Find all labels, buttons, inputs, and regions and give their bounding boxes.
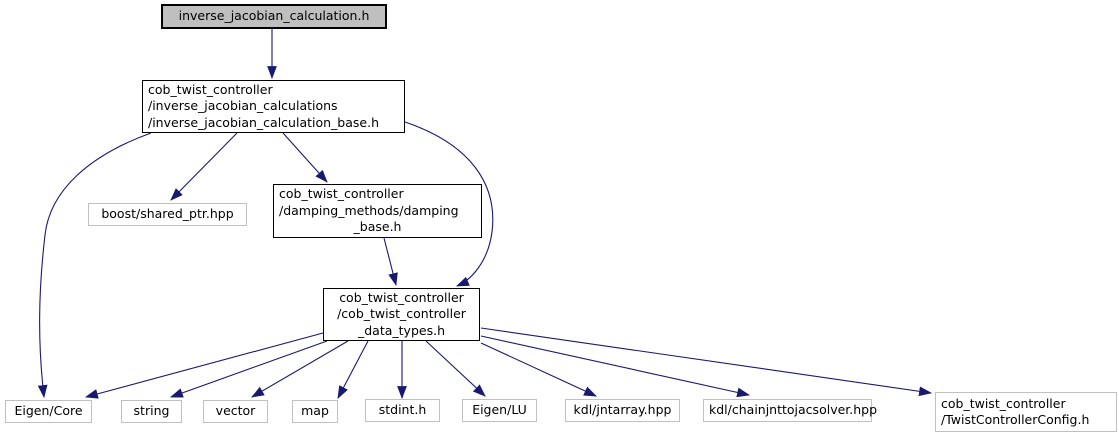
node-label-line: Eigen/Core	[14, 403, 83, 419]
node-label-line: inverse_jacobian_calculation.h	[178, 8, 370, 24]
node-label-line: string	[133, 403, 170, 419]
node-label-line: cob_twist_controller	[148, 81, 273, 97]
node-label-line: _base.h	[353, 219, 402, 235]
graph-node-stdint-h[interactable]: stdint.h	[365, 399, 440, 422]
graph-edge	[282, 132, 328, 183]
node-label-line: cob_twist_controller	[279, 186, 404, 202]
node-label-line: cob_twist_controller	[941, 395, 1066, 411]
graph-edge	[37, 132, 152, 399]
node-label-line: /cob_twist_controller	[337, 306, 466, 322]
graph-edge	[480, 342, 597, 397]
node-label-line: kdl/jntarray.hpp	[573, 402, 672, 418]
graph-node-string[interactable]: string	[121, 400, 182, 423]
graph-node-kdl-jntarray-hpp[interactable]: kdl/jntarray.hpp	[565, 399, 680, 422]
graph-node-inverse-jacobian-calculation-h[interactable]: inverse_jacobian_calculation.h	[161, 4, 387, 29]
node-label-line: /inverse_jacobian_calculations	[148, 98, 338, 114]
graph-node-inverse-jacobian-calculation-base-h[interactable]: cob_twist_controller/inverse_jacobian_ca…	[142, 80, 405, 133]
node-label-line: /damping_methods/damping	[279, 202, 459, 218]
node-label-line: cob_twist_controller	[339, 289, 464, 305]
node-label-line: /inverse_jacobian_calculation_base.h	[148, 114, 379, 130]
node-label-line: _data_types.h	[358, 322, 445, 338]
graph-node-cob-twist-controller-data-types-h[interactable]: cob_twist_controller/cob_twist_controlle…	[323, 288, 480, 341]
graph-node-vector[interactable]: vector	[203, 400, 268, 423]
graph-edge	[383, 237, 398, 287]
graph-node-eigen-core[interactable]: Eigen/Core	[5, 400, 92, 423]
graph-edge	[84, 332, 324, 399]
graph-edge	[480, 327, 933, 397]
graph-edge	[251, 340, 349, 398]
node-label-line: boost/shared_ptr.hpp	[101, 206, 234, 222]
node-label-line: /TwistControllerConfig.h	[941, 412, 1090, 427]
graph-node-damping-base-h[interactable]: cob_twist_controller/damping_methods/dam…	[273, 184, 482, 238]
node-label-line: kdl/chainjnttojacsolver.hpp	[709, 402, 878, 418]
graph-node-boost-shared-ptr-hpp[interactable]: boost/shared_ptr.hpp	[88, 203, 247, 226]
node-label-line: stdint.h	[378, 402, 427, 418]
node-label-line: Eigen/LU	[472, 402, 527, 418]
graph-node-twist-controller-config-h[interactable]: cob_twist_controller/TwistControllerConf…	[935, 392, 1117, 432]
node-label-line: map	[301, 403, 329, 419]
graph-edge	[169, 340, 328, 398]
graph-node-map[interactable]: map	[292, 400, 338, 423]
graph-node-kdl-chainjnttojacsolver-hpp[interactable]: kdl/chainjnttojacsolver.hpp	[703, 399, 878, 422]
graph-node-eigen-lu[interactable]: Eigen/LU	[462, 399, 537, 422]
graph-edge	[337, 340, 369, 399]
node-label-line: vector	[215, 403, 256, 419]
graph-edge	[425, 340, 486, 397]
graph-edge	[170, 132, 238, 201]
graph-edge	[480, 335, 751, 398]
